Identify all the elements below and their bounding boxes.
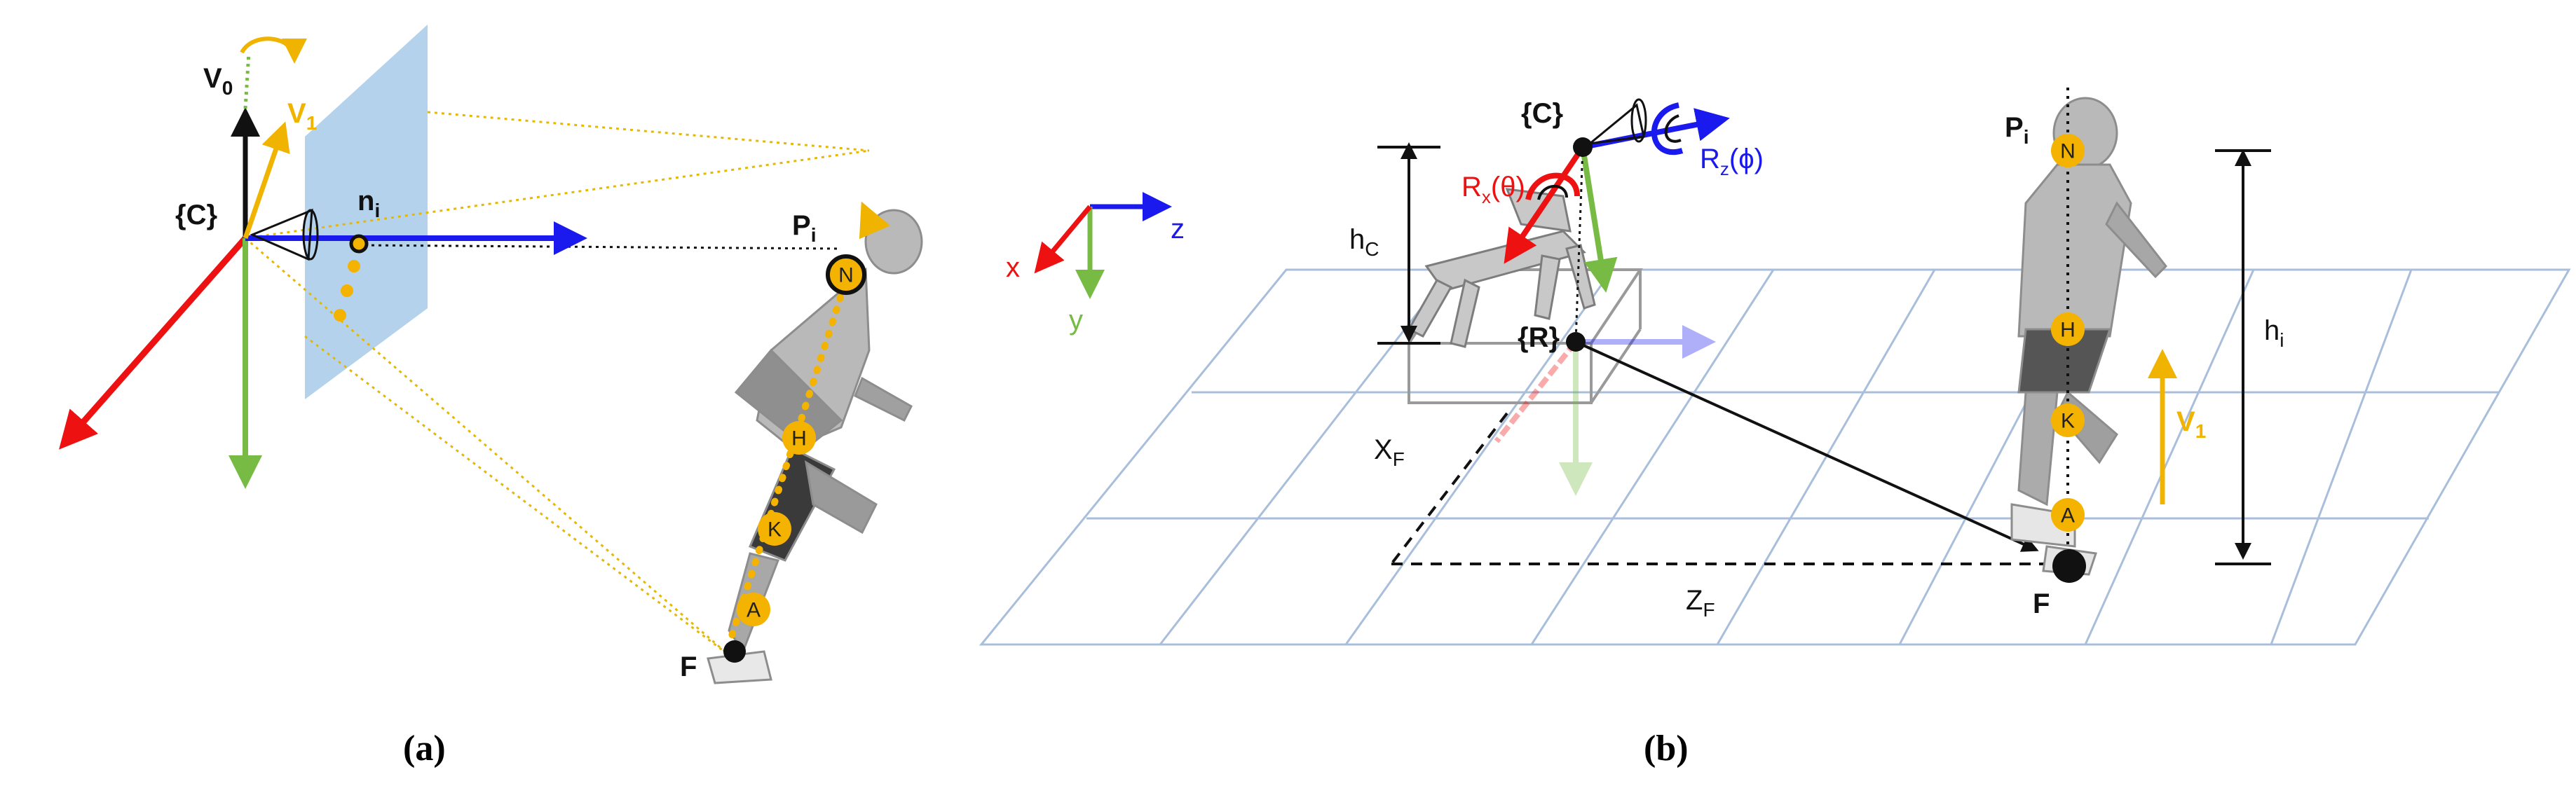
v1-at-person xyxy=(859,201,890,240)
joint-n-a: N xyxy=(826,254,866,295)
svg-text:A: A xyxy=(747,599,761,622)
legend-y-label: y xyxy=(1069,305,1083,336)
joint-h-a: H xyxy=(782,421,816,455)
orange-dotted-trail xyxy=(334,260,360,322)
ground-grid xyxy=(979,268,2571,646)
rotation-z-icon-inner xyxy=(1664,114,1682,143)
svg-text:N: N xyxy=(838,264,854,287)
svg-text:K: K xyxy=(2061,410,2075,433)
xf-dashed-line xyxy=(1390,412,1508,565)
point-label-a: Pi xyxy=(792,210,816,246)
rotation-x-icon xyxy=(1525,172,1580,201)
xf-label: XF xyxy=(1374,434,1405,470)
v0-label: V0 xyxy=(203,63,233,99)
rotation-arc-a xyxy=(240,36,307,64)
camera-frame-label-a: {C} xyxy=(175,200,217,230)
camera-to-robot-dotted xyxy=(1574,146,1584,343)
caption-a: (a) xyxy=(403,729,446,768)
v1-label-b: V1 xyxy=(2176,406,2206,442)
joint-h-b: H xyxy=(2051,312,2085,346)
robot-to-foot-vector xyxy=(1575,340,2039,552)
foot-label-b: F xyxy=(2033,588,2050,619)
joint-k-a: K xyxy=(758,512,791,546)
person-silhouette-a xyxy=(707,209,923,684)
svg-text:A: A xyxy=(2061,504,2075,527)
svg-text:N: N xyxy=(2060,140,2076,163)
robot-x-axis xyxy=(1494,340,1579,443)
person-silhouette-b xyxy=(2010,97,2167,576)
legend-z-label: z xyxy=(1171,214,1185,244)
zf-label: ZF xyxy=(1686,585,1715,621)
robot-frame-label: {R} xyxy=(1518,322,1560,353)
rotation-x-icon-inner xyxy=(1537,184,1568,200)
ray-to-neck xyxy=(357,244,842,250)
foot-point-b xyxy=(2052,549,2086,583)
camera-frame-label-b: {C} xyxy=(1521,98,1563,129)
point-label-b: Pi xyxy=(2005,112,2029,148)
camera-x-axis-b xyxy=(1504,145,1586,264)
skeleton-line-a xyxy=(725,270,852,648)
rot-x-label: Rx(θ) xyxy=(1461,172,1525,207)
legend-x-axis xyxy=(1034,205,1092,274)
camera-y-axis-b xyxy=(1580,146,1618,293)
v1-label-a: V1 xyxy=(287,98,317,134)
v1-vector xyxy=(243,121,290,240)
rotation-z-icon xyxy=(1651,102,1684,155)
svg-text:H: H xyxy=(791,427,807,450)
svg-text:K: K xyxy=(768,518,782,542)
legend-x-label: x xyxy=(1006,252,1020,283)
normal-label: ni xyxy=(357,186,380,221)
camera-icon-a xyxy=(250,208,319,261)
hc-label: hC xyxy=(1349,224,1379,260)
rot-z-label: Rz(ϕ) xyxy=(1700,144,1764,179)
foot-point-a xyxy=(723,640,746,663)
joint-n-b: N xyxy=(2051,134,2085,167)
image-point-ni xyxy=(349,234,369,254)
v0-extension xyxy=(243,52,251,109)
hi-label: hi xyxy=(2264,315,2284,351)
joint-a-a: A xyxy=(737,593,770,626)
projection-rays xyxy=(245,111,870,656)
camera-icon-b xyxy=(1586,98,1647,146)
svg-text:H: H xyxy=(2060,319,2076,342)
panel-b: z y x xyxy=(979,88,2571,768)
joint-k-b: K xyxy=(2051,404,2085,437)
camera-origin-b xyxy=(1573,137,1593,157)
caption-b: (b) xyxy=(1644,729,1689,768)
x-axis-a xyxy=(59,236,248,450)
panel-a: N H K A V0 V1 {C} ni Pi F (a) xyxy=(59,25,923,768)
robot-dog-silhouette xyxy=(1407,188,1596,348)
image-plane xyxy=(305,25,428,399)
joint-a-b: A xyxy=(2051,498,2085,532)
foot-label-a: F xyxy=(680,651,697,682)
